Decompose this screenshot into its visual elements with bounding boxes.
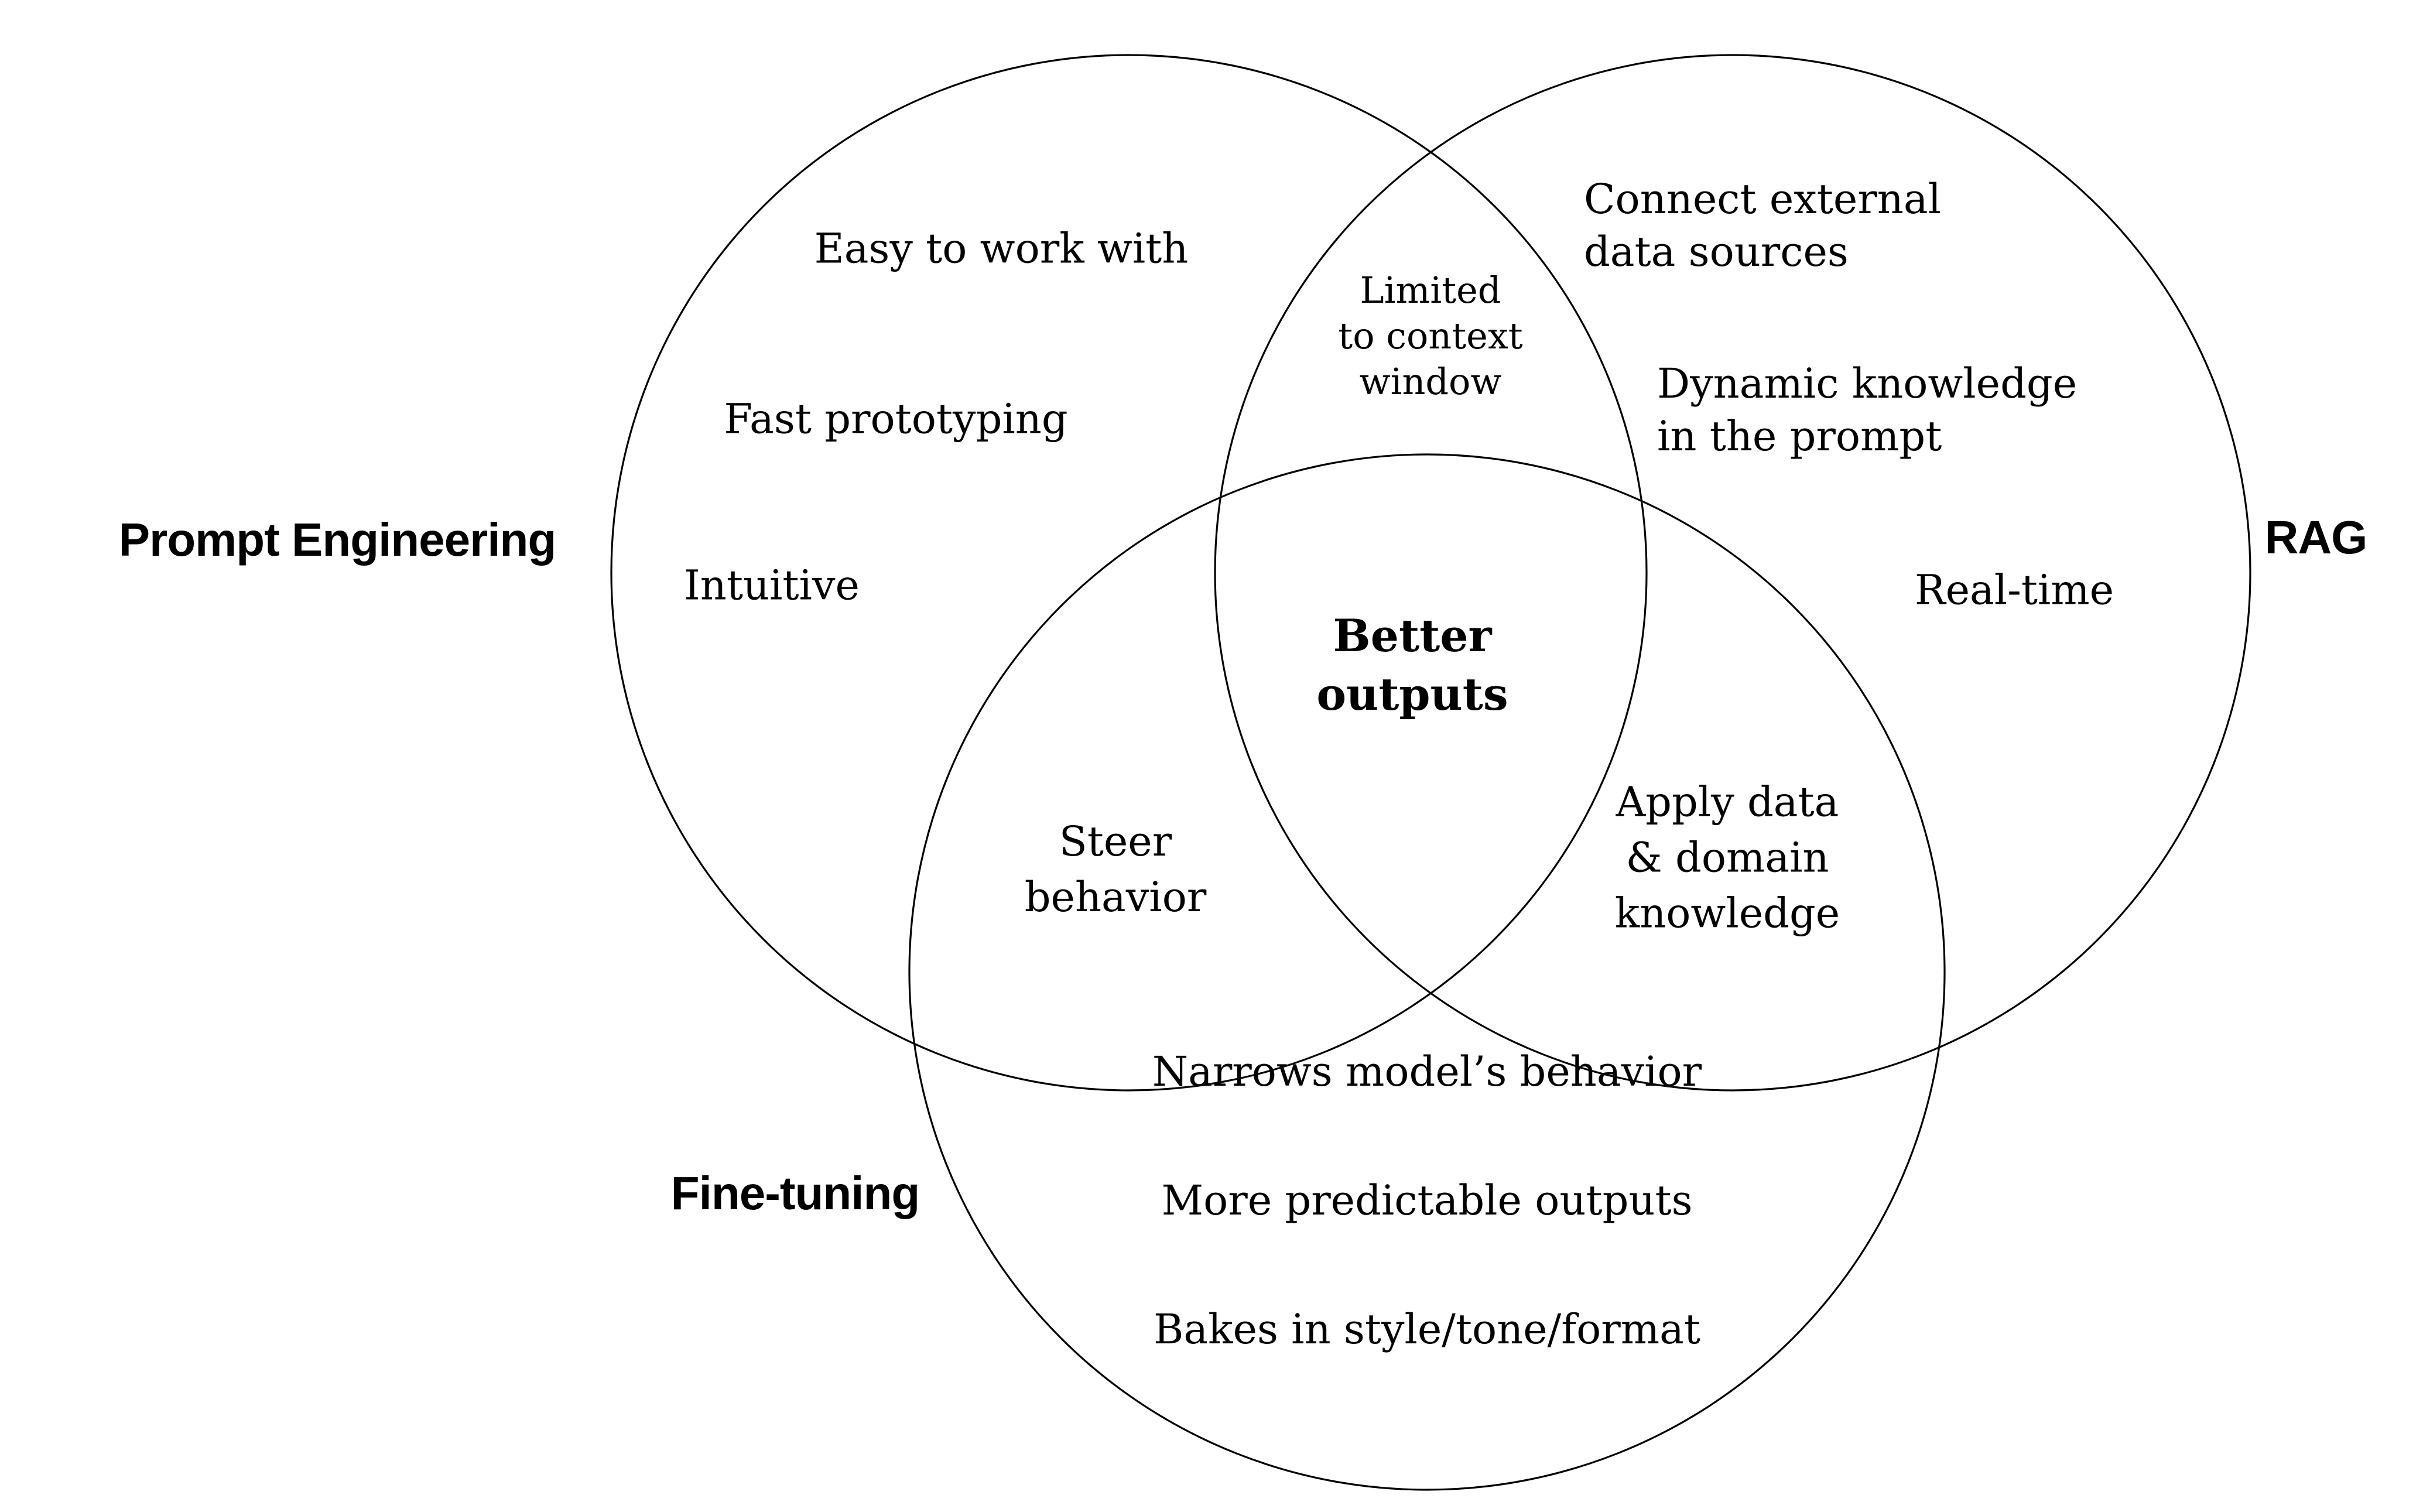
rag-circle (1214, 54, 2251, 1092)
set-label-prompt-engineering: Prompt Engineering (118, 514, 556, 566)
item-easy-to-work-with: Easy to work with (814, 224, 1189, 273)
item-dynamic-knowledge-in-the-prompt: Dynamic knowledge in the prompt (1657, 360, 2078, 460)
overlap-limited-to-context-window: Limited to context window (1338, 269, 1523, 403)
overlap-steer-behavior: Steer behavior (1024, 817, 1207, 921)
set-label-fine-tuning: Fine-tuning (670, 1167, 920, 1219)
fine-tuning-circle (908, 453, 1946, 1491)
item-bakes-in-style-tone-format: Bakes in style/tone/format (1153, 1305, 1701, 1353)
set-label-rag: RAG (2264, 511, 2368, 563)
item-intuitive: Intuitive (684, 561, 860, 610)
item-real-time: Real-time (1914, 566, 2114, 614)
item-more-predictable-outputs: More predictable outputs (1161, 1176, 1693, 1224)
item-narrows-models-behavior: Narrows model’s behavior (1152, 1048, 1702, 1096)
prompt-engineering-circle (610, 54, 1648, 1092)
overlap-better-outputs: Better outputs (1316, 610, 1508, 720)
overlap-apply-data-domain-knowledge: Apply data & domain knowledge (1614, 778, 1840, 938)
item-fast-prototyping: Fast prototyping (724, 395, 1068, 443)
fine-tuning-items: Narrows model’s behavior More predictabl… (1152, 975, 1702, 1426)
item-connect-external-data-sources: Connect external data sources (1584, 175, 1942, 276)
